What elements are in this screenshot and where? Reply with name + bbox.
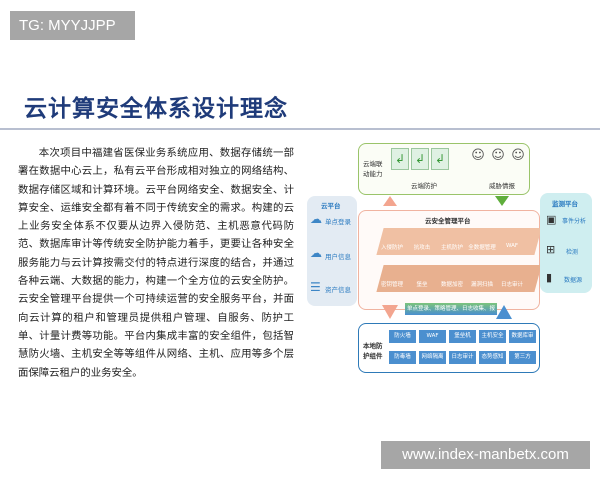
mgmt-item: 主机防护 xyxy=(440,245,463,251)
cloud-protect-label: 云端防护 xyxy=(411,182,437,190)
monitor-label: 监测平台 xyxy=(552,200,578,208)
head-icon: ☺ xyxy=(511,148,525,163)
monitor-item: 事件分析 xyxy=(562,218,587,225)
watermark-top: TG: MYYJJPP xyxy=(10,11,135,40)
mgmt-item: 全数据管理 xyxy=(468,245,496,251)
page-title: 云计算安全体系设计理念 xyxy=(24,96,288,122)
mgmt-item: 数据加密 xyxy=(440,282,463,288)
mgmt-item: WAF xyxy=(505,243,519,249)
monitor-panel: 监测平台 ▣ 事件分析 ⊞ 检测 ▮ 数据源 xyxy=(540,193,592,293)
shield-icon: ↲ xyxy=(431,148,449,170)
security-mgmt-panel: 云安全管理平台 xyxy=(358,210,540,310)
server-icon: ☰ xyxy=(310,280,321,294)
component-tile: 防毒墙 xyxy=(389,351,416,364)
component-tile: 防火墙 xyxy=(389,330,416,343)
component-tile: 堡垒机 xyxy=(449,330,476,343)
mgmt-item: 抗攻击 xyxy=(413,245,431,251)
cloud-link-panel: 云端联动能力 ↲ ↲ ↲ ☺ ☺ ☺ 云端防护 威胁情报 xyxy=(358,143,530,195)
component-tile: 主机安全 xyxy=(479,330,506,343)
arrow-up-icon xyxy=(496,305,512,319)
chart-icon: ▣ xyxy=(546,213,557,226)
component-tile: 第三方 xyxy=(509,351,536,364)
divider xyxy=(0,128,600,130)
asset-info-label: 资产信息 xyxy=(325,286,351,294)
cloud-users-icon: ☁ xyxy=(310,246,322,260)
user-info-label: 用户信息 xyxy=(325,253,351,261)
cloud-lock-icon: ☁ xyxy=(310,212,322,226)
component-tile: 态势感知 xyxy=(479,351,506,364)
database-icon: ▮ xyxy=(546,271,553,284)
component-tile: 数据库审计 xyxy=(509,330,536,352)
body-text: 本次项目中福建省医保业务系统应用、数据存储统一部署在数据中心云上，私有云平台形成… xyxy=(18,147,294,379)
mgmt-item: 入侵防护 xyxy=(380,245,403,251)
threat-intel-label: 威胁情报 xyxy=(489,182,515,190)
cloud-platform-panel: 云平台 ☁ 单点登录 ☁ 用户信息 ☰ 资产信息 xyxy=(307,196,357,306)
local-protection-panel: 本地防护组件 防火墙 WAF 堡垒机 主机安全 数据库审计 防毒墙 网络隔离 日… xyxy=(358,323,540,373)
watermark-bottom: www.index-manbetx.com xyxy=(381,441,590,469)
head-icon: ☺ xyxy=(471,148,485,163)
arrow-up-icon xyxy=(383,196,397,206)
arrow-down-icon xyxy=(495,196,509,206)
monitor-item: 数据源 xyxy=(564,277,583,284)
functions-banner: 单点登录、策略管理、日志收集、报表管理 xyxy=(405,303,497,324)
cloud-link-label: 云端联动能力 xyxy=(363,160,383,178)
head-icon: ☺ xyxy=(491,148,505,163)
sso-label: 单点登录 xyxy=(325,218,351,226)
component-tile: 日志审计 xyxy=(449,351,476,364)
component-tile: 网络隔离 xyxy=(419,351,446,364)
mgmt-item: 日志审计 xyxy=(500,282,523,288)
monitor-item: 检测 xyxy=(566,249,579,256)
cloud-platform-label: 云平台 xyxy=(321,202,341,210)
shield-icon: ↲ xyxy=(391,148,409,170)
arrow-down-icon xyxy=(382,305,398,319)
mgmt-item: 堡垒 xyxy=(416,282,428,288)
local-label: 本地防护组件 xyxy=(363,342,383,360)
mgmt-item: 密钥管理 xyxy=(380,282,403,288)
shield-icon: ↲ xyxy=(411,148,429,170)
network-icon: ⊞ xyxy=(546,243,556,256)
mgmt-item: 漏洞扫描 xyxy=(470,282,493,288)
component-tile: WAF xyxy=(419,330,446,343)
mgmt-label: 云安全管理平台 xyxy=(425,217,471,225)
